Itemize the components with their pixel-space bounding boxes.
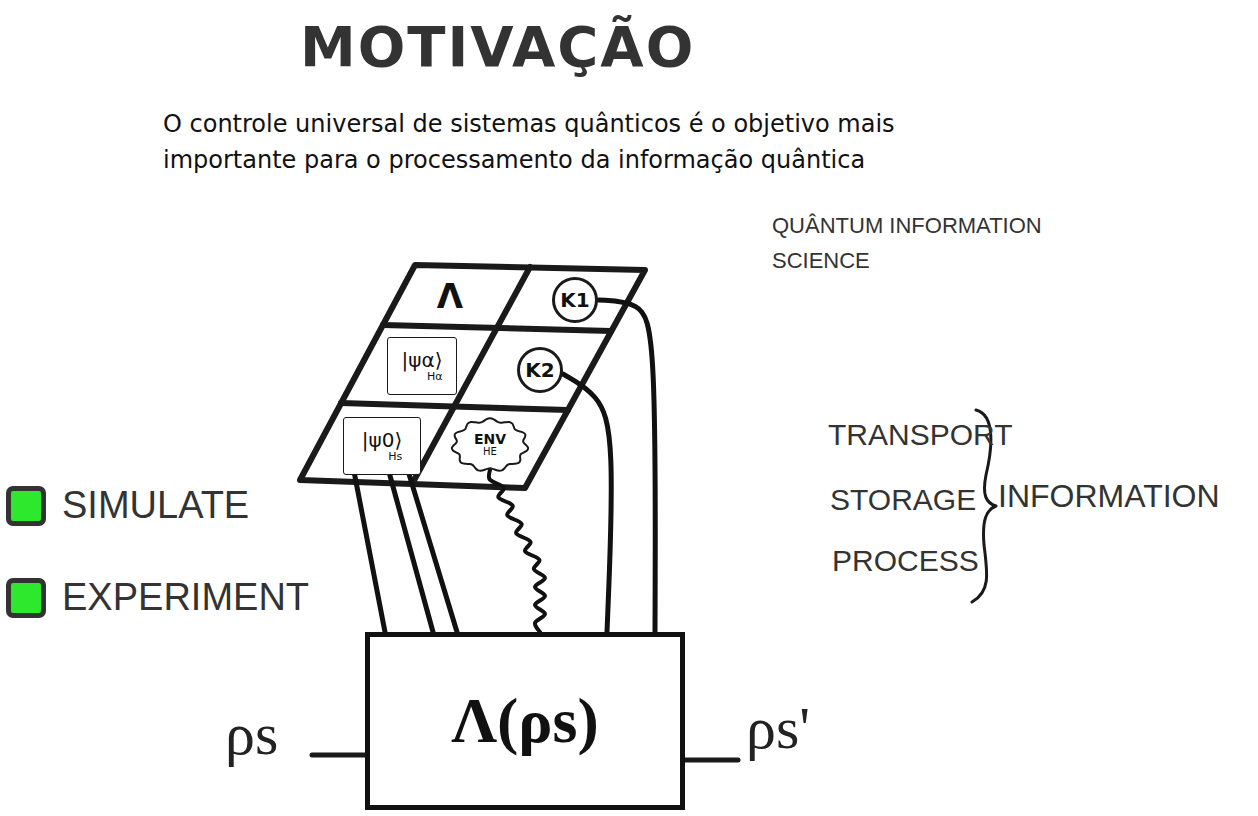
legend-text: EXPERIMENT	[62, 576, 309, 619]
output-wire	[685, 758, 738, 763]
field-name: QUÂNTUM INFORMATION SCIENCE	[772, 208, 1072, 278]
task-item: STORAGE	[830, 483, 976, 517]
node-content: Λ(ρs)	[451, 687, 599, 754]
input-wire	[312, 753, 365, 758]
channel-box: Λ(ρs)	[365, 632, 685, 810]
panel-divider	[412, 267, 530, 484]
node-label: |ψα⟩	[402, 350, 443, 371]
panel-cell: Λ	[425, 269, 475, 325]
node-label: K2	[525, 360, 554, 381]
node-sublabel: Hs	[388, 451, 402, 463]
node-content: K2	[525, 360, 554, 381]
state-box: |ψ0⟩Hs	[343, 417, 421, 475]
page-title: MOTIVAÇÃO	[300, 14, 695, 79]
node-label: ENV	[474, 432, 506, 447]
node-content: |ψα⟩Hα	[402, 350, 443, 383]
legend-text: SIMULATE	[62, 484, 249, 527]
output-state: ρs'	[746, 694, 810, 763]
signal-wire	[489, 470, 545, 632]
task-item: PROCESS	[832, 544, 979, 578]
node-label: K1	[560, 290, 589, 311]
state-box: |ψα⟩Hα	[387, 337, 457, 395]
node-sublabel: Hα	[427, 371, 443, 383]
legend-swatch	[6, 486, 46, 526]
signal-wire	[563, 374, 611, 632]
control-panel	[300, 265, 645, 488]
cloud-path	[452, 418, 528, 470]
signal-wire	[598, 300, 655, 632]
node-label: |ψ0⟩	[362, 430, 402, 451]
legend-swatch	[6, 578, 46, 618]
brace-label: INFORMATION	[998, 478, 1220, 515]
signal-wire	[355, 475, 385, 632]
node-content: Λ	[437, 279, 463, 315]
node-content: ENVHE	[474, 432, 506, 457]
control-knob: K1	[552, 277, 598, 323]
node-sublabel: HE	[483, 447, 497, 458]
control-knob: K2	[517, 347, 563, 393]
intro-paragraph: O controle universal de sistemas quântic…	[163, 106, 898, 178]
input-state: ρs	[225, 700, 278, 769]
task-item: TRANSPORT	[828, 418, 1012, 452]
node-label: Λ(ρs)	[451, 687, 599, 754]
environment-cloud: ENVHE	[454, 420, 526, 470]
node-content: |ψ0⟩Hs	[362, 430, 402, 463]
signal-wire	[409, 475, 457, 632]
node-label: Λ	[437, 279, 463, 315]
node-content: K1	[560, 290, 589, 311]
signal-wire	[390, 475, 433, 632]
